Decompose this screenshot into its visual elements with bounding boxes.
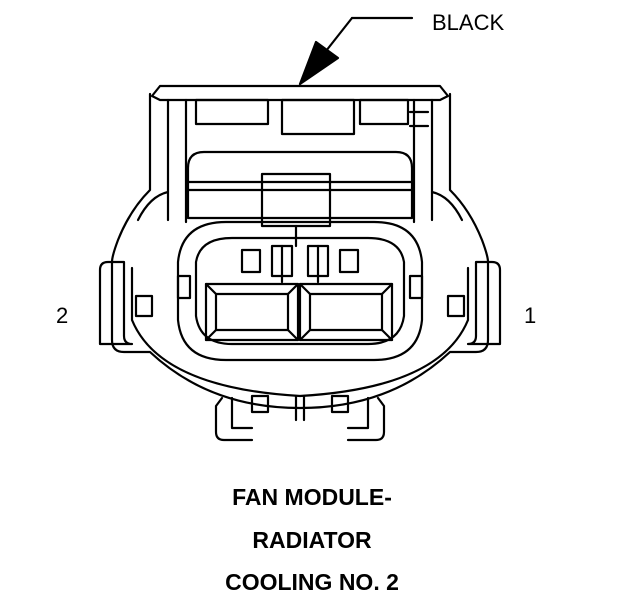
connector-latch bbox=[186, 150, 414, 248]
connector-bottom-feet bbox=[214, 394, 386, 442]
terminal-pin-2 bbox=[204, 282, 300, 342]
pin-label-2: 2 bbox=[56, 303, 69, 328]
connector-housing bbox=[98, 92, 502, 410]
pin-label-1: 1 bbox=[524, 303, 537, 328]
caption-line-1: FAN MODULE- bbox=[232, 484, 392, 510]
terminal-pin-1 bbox=[298, 282, 394, 342]
caption-line-3: COOLING NO. 2 bbox=[225, 569, 399, 595]
callout-leader bbox=[298, 16, 414, 86]
caption-line-2: RADIATOR bbox=[252, 527, 372, 553]
callout-label: BLACK bbox=[432, 10, 505, 35]
connector-top-cap bbox=[150, 84, 450, 224]
